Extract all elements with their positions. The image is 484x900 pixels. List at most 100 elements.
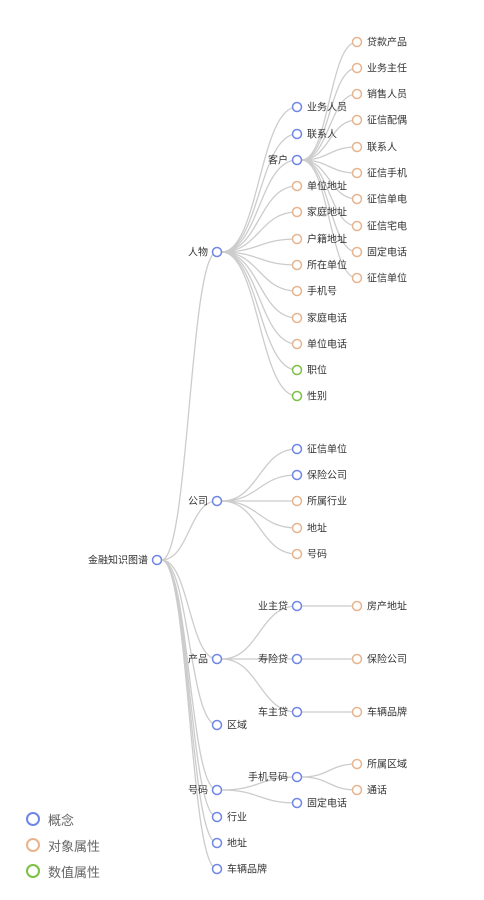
node-circle-icon[interactable] <box>291 206 303 218</box>
node-circle-icon[interactable] <box>291 233 303 245</box>
tree-node[interactable]: 行业 <box>211 811 248 824</box>
legend-item[interactable]: 对象属性 <box>26 832 100 858</box>
tree-node[interactable]: 性别 <box>291 390 328 403</box>
legend-item[interactable]: 概念 <box>26 806 100 832</box>
tree-node[interactable]: 固定电话 <box>351 246 408 259</box>
tree-node[interactable]: 号码 <box>188 784 223 797</box>
tree-node[interactable]: 征信单位 <box>351 272 408 285</box>
tree-node[interactable]: 职位 <box>291 364 328 377</box>
node-circle-icon[interactable] <box>351 246 363 258</box>
node-circle-icon[interactable] <box>351 88 363 100</box>
node-circle-icon[interactable] <box>291 338 303 350</box>
node-circle-icon[interactable] <box>211 784 223 796</box>
node-circle-icon[interactable] <box>351 141 363 153</box>
node-circle-icon[interactable] <box>211 495 223 507</box>
tree-node[interactable]: 保险公司 <box>291 469 348 482</box>
node-circle-icon[interactable] <box>211 863 223 875</box>
tree-node[interactable]: 公司 <box>188 495 223 508</box>
tree-node[interactable]: 固定电话 <box>291 797 348 810</box>
tree-node[interactable]: 联系人 <box>351 141 398 154</box>
node-circle-icon[interactable] <box>291 653 303 665</box>
tree-node[interactable]: 保险公司 <box>351 653 408 666</box>
tree-node[interactable]: 所属行业 <box>291 495 348 508</box>
node-circle-icon[interactable] <box>351 272 363 284</box>
node-circle-icon[interactable] <box>351 167 363 179</box>
node-circle-icon[interactable] <box>351 220 363 232</box>
tree-node[interactable]: 业务人员 <box>291 101 348 114</box>
node-circle-icon[interactable] <box>291 706 303 718</box>
node-circle-icon[interactable] <box>211 811 223 823</box>
node-circle-icon[interactable] <box>211 719 223 731</box>
node-circle-icon[interactable] <box>291 390 303 402</box>
node-circle-icon[interactable] <box>291 285 303 297</box>
tree-node[interactable]: 车辆品牌 <box>351 706 408 719</box>
node-circle-icon[interactable] <box>351 653 363 665</box>
node-label: 业务主任 <box>367 62 407 75</box>
node-circle-icon[interactable] <box>291 495 303 507</box>
tree-node[interactable]: 所属区域 <box>351 758 408 771</box>
tree-node[interactable]: 户籍地址 <box>291 233 348 246</box>
node-circle-icon[interactable] <box>351 193 363 205</box>
tree-node[interactable]: 单位地址 <box>291 180 348 193</box>
node-circle-icon[interactable] <box>291 364 303 376</box>
tree-node[interactable]: 所在单位 <box>291 259 348 272</box>
tree-node[interactable]: 手机号 <box>291 285 338 298</box>
tree-node[interactable]: 手机号码 <box>248 771 303 784</box>
node-circle-icon[interactable] <box>351 758 363 770</box>
node-circle-icon[interactable] <box>291 469 303 481</box>
legend-item[interactable]: 数值属性 <box>26 858 100 884</box>
node-circle-icon[interactable] <box>291 101 303 113</box>
node-circle-icon[interactable] <box>291 128 303 140</box>
tree-node[interactable]: 通话 <box>351 784 388 797</box>
tree-node[interactable]: 产品 <box>188 653 223 666</box>
node-circle-icon[interactable] <box>291 797 303 809</box>
node-circle-icon[interactable] <box>351 114 363 126</box>
node-circle-icon[interactable] <box>151 554 163 566</box>
tree-node[interactable]: 单位电话 <box>291 338 348 351</box>
node-circle-icon[interactable] <box>211 246 223 258</box>
tree-node[interactable]: 征信宅电 <box>351 220 408 233</box>
tree-node[interactable]: 家庭地址 <box>291 206 348 219</box>
node-circle-icon[interactable] <box>351 706 363 718</box>
tree-node[interactable]: 金融知识图谱 <box>88 554 163 567</box>
node-circle-icon[interactable] <box>291 600 303 612</box>
node-circle-icon[interactable] <box>291 180 303 192</box>
node-circle-icon[interactable] <box>291 771 303 783</box>
legend-circle-icon <box>26 838 40 852</box>
node-circle-icon[interactable] <box>351 784 363 796</box>
node-circle-icon[interactable] <box>291 154 303 166</box>
tree-node[interactable]: 人物 <box>188 246 223 259</box>
tree-node[interactable]: 客户 <box>268 154 303 167</box>
tree-node[interactable]: 业主贷 <box>258 600 303 613</box>
node-circle-icon[interactable] <box>291 522 303 534</box>
tree-node[interactable]: 地址 <box>291 522 328 535</box>
node-circle-icon[interactable] <box>291 548 303 560</box>
tree-node[interactable]: 车主贷 <box>258 706 303 719</box>
node-circle-icon[interactable] <box>211 653 223 665</box>
tree-node[interactable]: 征信单位 <box>291 443 348 456</box>
tree-node[interactable]: 征信手机 <box>351 167 408 180</box>
tree-node[interactable]: 贷款产品 <box>351 36 408 49</box>
tree-node[interactable]: 地址 <box>211 837 248 850</box>
legend-label: 数值属性 <box>48 865 101 881</box>
tree-node[interactable]: 业务主任 <box>351 62 408 75</box>
tree-node[interactable]: 号码 <box>291 548 328 561</box>
tree-node[interactable]: 征信单电 <box>351 193 408 206</box>
node-circle-icon[interactable] <box>291 312 303 324</box>
tree-node[interactable]: 寿险贷 <box>258 653 303 666</box>
node-circle-icon[interactable] <box>291 443 303 455</box>
node-circle-icon[interactable] <box>291 259 303 271</box>
node-circle-icon[interactable] <box>351 36 363 48</box>
node-circle-icon[interactable] <box>211 837 223 849</box>
tree-node[interactable]: 联系人 <box>291 128 338 141</box>
node-circle-icon[interactable] <box>351 600 363 612</box>
tree-node[interactable]: 车辆品牌 <box>211 863 268 876</box>
tree-edge <box>221 185 298 253</box>
node-circle-icon[interactable] <box>351 62 363 74</box>
tree-node[interactable]: 销售人员 <box>351 88 408 101</box>
tree-node[interactable]: 区域 <box>211 719 248 732</box>
tree-node[interactable]: 房产地址 <box>351 600 408 613</box>
tree-edge <box>221 605 298 660</box>
tree-node[interactable]: 征信配偶 <box>351 114 408 127</box>
tree-node[interactable]: 家庭电话 <box>291 312 348 325</box>
